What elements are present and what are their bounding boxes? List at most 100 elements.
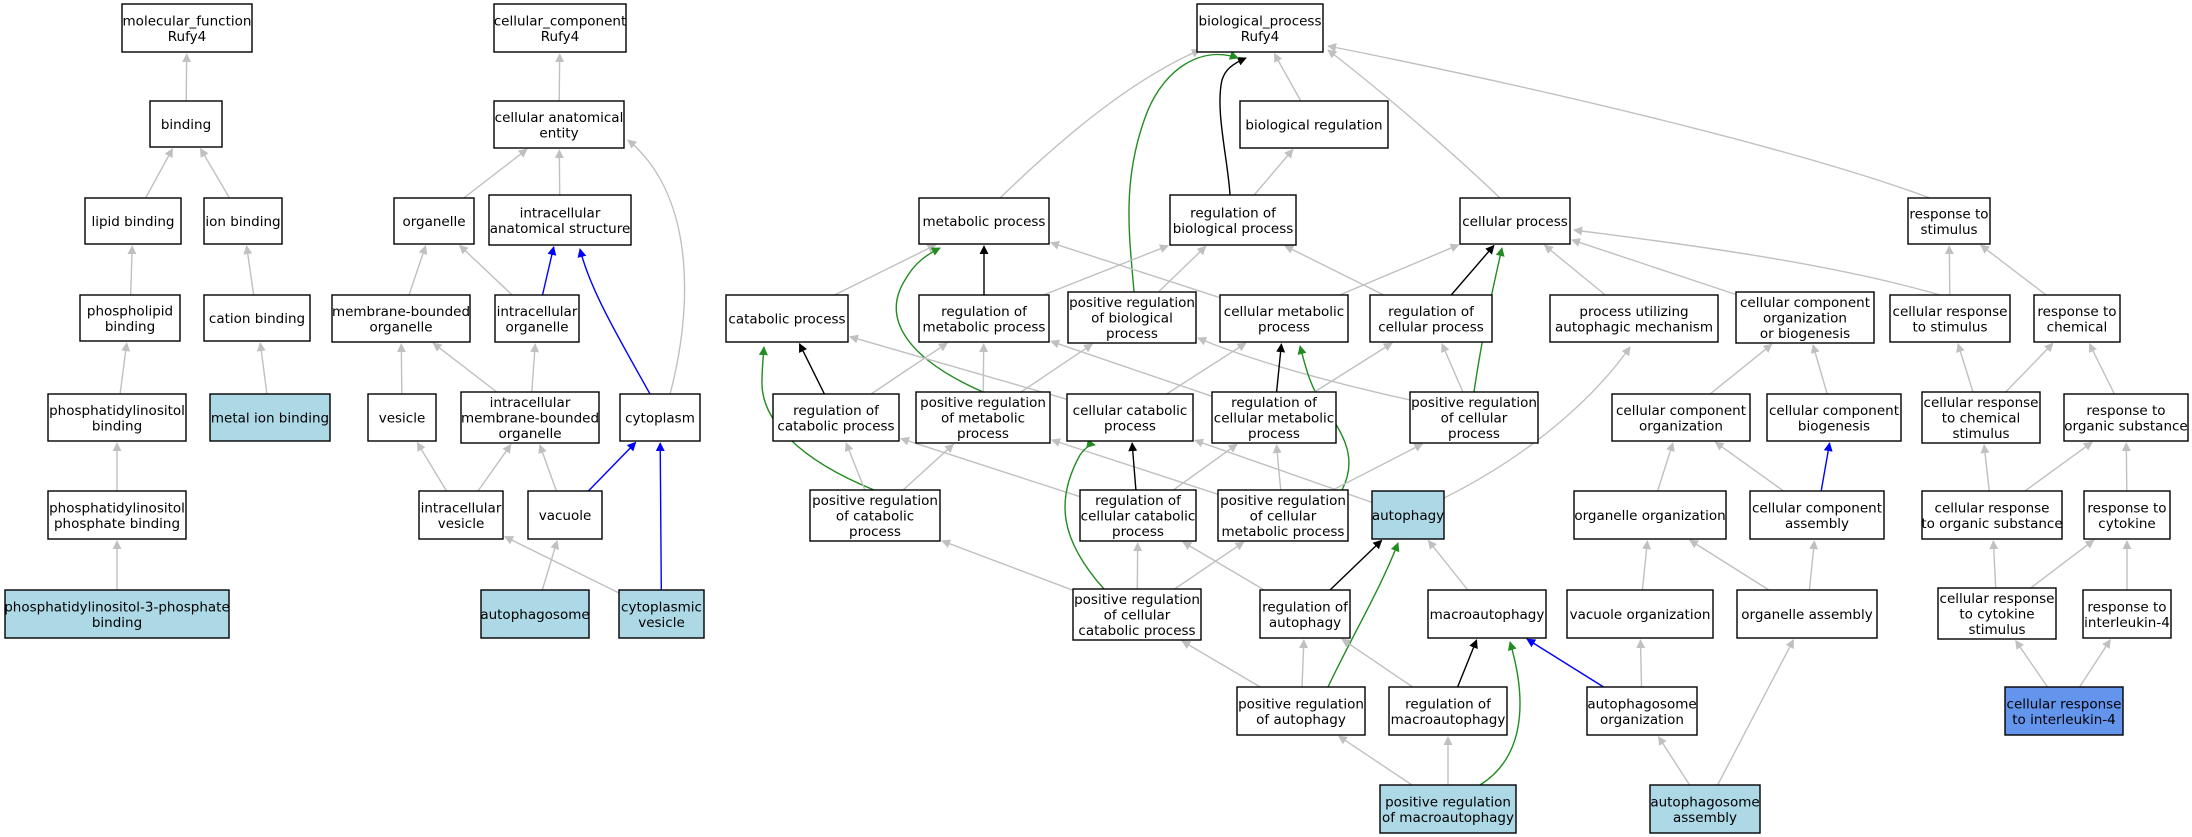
edge-is-a — [941, 539, 1074, 591]
go-term-node[interactable]: vacuole organization — [1566, 589, 1714, 639]
go-term-node[interactable]: ion binding — [203, 197, 283, 245]
go-term-node[interactable]: binding — [149, 100, 223, 148]
node-label: membrane-bounded — [332, 304, 470, 320]
node-box — [2004, 686, 2124, 736]
node-box — [1219, 294, 1349, 343]
edge-part-of — [1820, 442, 1833, 492]
edge-regulates — [1329, 539, 1383, 591]
edge-is-a — [459, 244, 513, 296]
go-term-node[interactable]: organelle organization — [1573, 490, 1727, 540]
node-box — [1586, 686, 1698, 736]
go-term-node[interactable]: autophagosome — [480, 589, 590, 639]
go-term-node[interactable]: cation binding — [203, 294, 311, 342]
node-box — [480, 589, 590, 639]
node-label: cellular component — [1752, 500, 1882, 516]
go-term-node[interactable]: vesicle — [367, 393, 437, 442]
node-label: positive regulation — [1411, 395, 1537, 411]
node-box — [203, 197, 283, 245]
go-term-node[interactable]: autophagy — [1371, 490, 1445, 540]
go-term-node[interactable]: macroautophagy — [1427, 589, 1547, 639]
node-box — [2083, 490, 2171, 540]
go-term-node[interactable]: metal ion binding — [209, 393, 331, 442]
edge-is-a — [256, 342, 268, 395]
node-label: regulation of — [793, 403, 880, 419]
edge-is-a — [538, 444, 558, 492]
edge-is-a — [1427, 539, 1469, 591]
node-box — [1369, 294, 1493, 343]
go-term-node[interactable]: cytoplasm — [619, 393, 701, 442]
edge-is-a — [2024, 441, 2093, 492]
node-label: of cellular — [1441, 411, 1508, 427]
go-term-node[interactable]: organelle — [393, 197, 475, 245]
edge-is-a — [1174, 541, 1245, 590]
go-term-node[interactable]: catabolic process — [725, 294, 849, 343]
go-term-node[interactable]: biological regulation — [1239, 100, 1389, 149]
node-label: binding — [92, 615, 142, 631]
node-label: positive regulation — [920, 395, 1046, 411]
node-label: of catabolic — [836, 509, 914, 525]
edge-is-a — [2030, 539, 2095, 589]
node-label: vesicle — [638, 615, 685, 631]
go-term-node[interactable]: cellular process — [1459, 197, 1571, 245]
go-term-node[interactable]: metabolic process — [918, 197, 1050, 245]
node-label: assembly — [1785, 516, 1849, 532]
node-box — [367, 393, 437, 442]
node-label: binding — [92, 418, 142, 434]
node-label: vacuole organization — [1570, 607, 1711, 623]
go-term-node[interactable]: vacuole — [527, 490, 603, 540]
edge-is-a — [627, 139, 686, 395]
edge-is-a — [1197, 337, 1411, 401]
go-term-node[interactable]: organelle assembly — [1736, 589, 1878, 639]
go-term-node[interactable]: lipid binding — [84, 197, 182, 245]
